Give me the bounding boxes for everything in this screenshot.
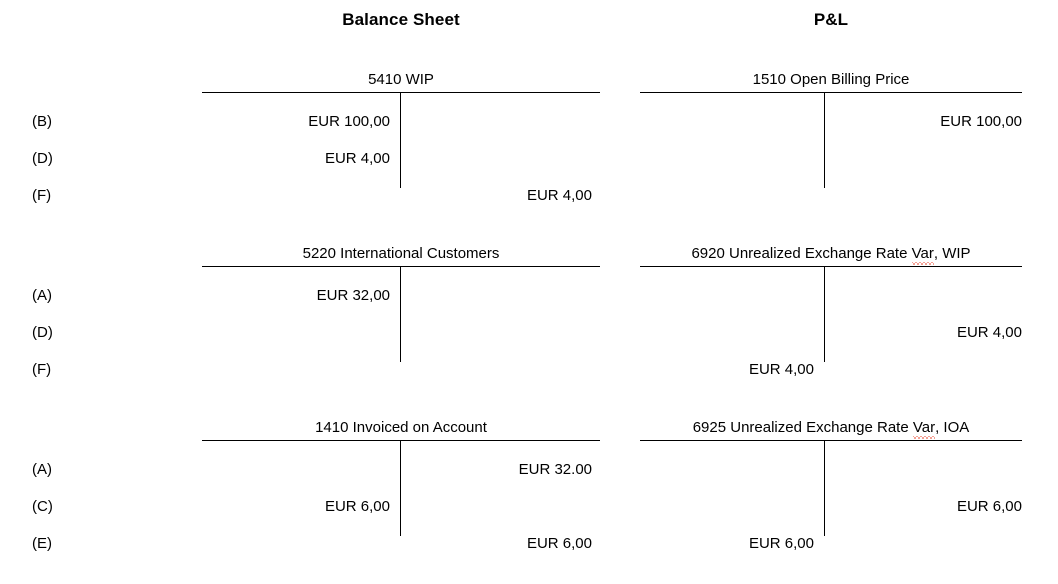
t-account-title: 1410 Invoiced on Account — [315, 419, 487, 436]
t-account-vertical-divider — [400, 92, 401, 188]
column-header-balance-sheet: Balance Sheet — [342, 10, 460, 29]
row-label: (A) — [32, 461, 52, 478]
row-label: (B) — [32, 113, 52, 130]
row-label: (D) — [32, 150, 53, 167]
t-account-title-prefix: 6920 Unrealized Exchange Rate — [691, 245, 912, 262]
t-account-5410-wip: 5410 WIP EUR 100,00 EUR 4,00 EUR 4,00 — [202, 70, 600, 236]
t-account-vertical-divider — [824, 92, 825, 188]
row-label: (F) — [32, 187, 52, 204]
misspelled-word: Var — [911, 245, 935, 265]
amount-credit: EUR 4,00 — [526, 187, 592, 204]
column-header-profit-and-loss: P&L — [813, 10, 849, 29]
t-account-title: 6920 Unrealized Exchange Rate Var, WIP — [640, 244, 1022, 265]
amount-debit: EUR 32,00 — [316, 287, 390, 304]
amount-credit: EUR 100,00 — [940, 113, 1022, 130]
t-account-horizontal-rule — [640, 440, 1022, 441]
amount-debit: EUR 6,00 — [324, 498, 390, 515]
t-account-horizontal-rule — [202, 92, 600, 93]
t-account-vertical-divider — [824, 266, 825, 362]
row-label: (E) — [32, 535, 52, 552]
row-label: (C) — [32, 498, 53, 515]
t-account-vertical-divider — [400, 440, 401, 536]
t-account-section-2: (A) (D) (F) 5220 International Customers… — [0, 244, 1058, 410]
amount-credit: EUR 32.00 — [518, 461, 592, 478]
t-account-horizontal-rule — [640, 266, 1022, 267]
t-account-1410-invoiced-on-account: 1410 Invoiced on Account EUR 32.00 EUR 6… — [202, 418, 600, 584]
t-account-6920-unrealized-exchange-rate-var-wip: 6920 Unrealized Exchange Rate Var, WIP E… — [640, 244, 1022, 410]
t-account-horizontal-rule — [202, 266, 600, 267]
row-label: (A) — [32, 287, 52, 304]
t-account-title-prefix: 6925 Unrealized Exchange Rate — [692, 419, 913, 436]
t-account-vertical-divider — [400, 266, 401, 362]
amount-credit: EUR 4,00 — [956, 324, 1022, 341]
t-account-title: 5220 International Customers — [302, 245, 500, 262]
t-account-horizontal-rule — [202, 440, 600, 441]
row-label: (D) — [32, 324, 53, 341]
row-label: (F) — [32, 361, 52, 378]
t-account-title-suffix: , WIP — [933, 245, 971, 262]
amount-credit: EUR 6,00 — [956, 498, 1022, 515]
t-account-horizontal-rule — [640, 92, 1022, 93]
t-account-title: 5410 WIP — [368, 71, 434, 88]
t-account-section-1: (B) (D) (F) 5410 WIP EUR 100,00 EUR 4,00… — [0, 70, 1058, 236]
amount-debit: EUR 4,00 — [748, 361, 814, 378]
amount-credit: EUR 6,00 — [526, 535, 592, 552]
t-account-6925-unrealized-exchange-rate-var-ioa: 6925 Unrealized Exchange Rate Var, IOA E… — [640, 418, 1022, 584]
t-account-title-suffix: , IOA — [935, 419, 970, 436]
t-account-5220-international-customers: 5220 International Customers EUR 32,00 — [202, 244, 600, 410]
t-account-title: 6925 Unrealized Exchange Rate Var, IOA — [640, 418, 1022, 439]
amount-debit: EUR 6,00 — [748, 535, 814, 552]
amount-debit: EUR 4,00 — [324, 150, 390, 167]
t-account-vertical-divider — [824, 440, 825, 536]
t-account-1510-open-billing-price: 1510 Open Billing Price EUR 100,00 — [640, 70, 1022, 236]
t-account-section-3: (A) (C) (E) 1410 Invoiced on Account EUR… — [0, 418, 1058, 584]
misspelled-word: Var — [912, 419, 936, 439]
t-account-title: 1510 Open Billing Price — [752, 71, 910, 88]
amount-debit: EUR 100,00 — [308, 113, 390, 130]
